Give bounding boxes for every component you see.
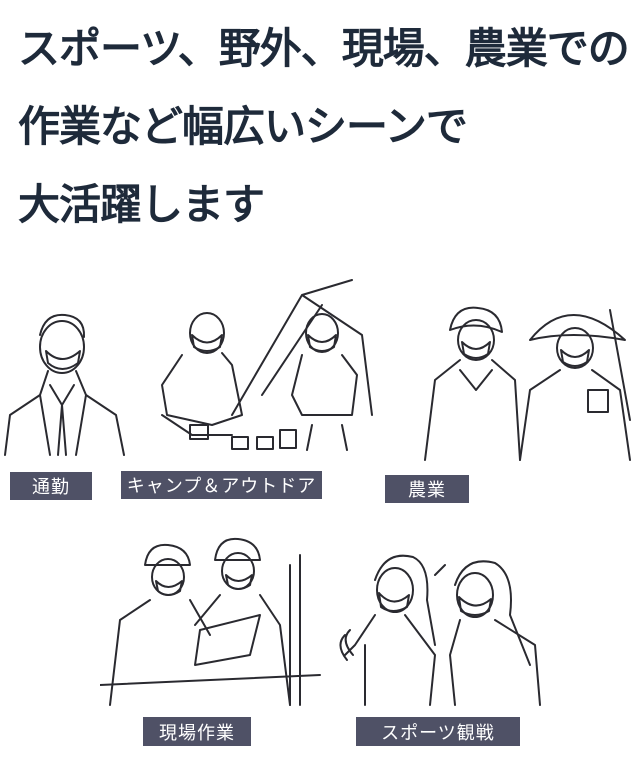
headline-line-2: 作業など幅広いシーンで — [18, 102, 468, 151]
headline-line-3: 大活躍します — [18, 180, 265, 229]
scene-label-farming: 農業 — [385, 475, 469, 503]
headline-line-1: スポーツ、野外、現場、農業での — [18, 24, 630, 73]
scene-label-commute: 通勤 — [10, 472, 92, 500]
camp-illustration — [161, 279, 373, 451]
scene-label-sports-watching: スポーツ観戦 — [356, 717, 520, 746]
commute-illustration — [4, 313, 125, 456]
sports-watching-illustration — [339, 554, 541, 706]
scene-label-camp-outdoor: キャンプ＆アウトドア — [121, 471, 322, 499]
headline: スポーツ、野外、現場、農業での 作業など幅広いシーンで 大活躍します — [18, 10, 638, 244]
site-work-illustration — [100, 537, 321, 706]
scene-label-site-work: 現場作業 — [143, 717, 251, 746]
farming-illustration — [424, 306, 631, 461]
